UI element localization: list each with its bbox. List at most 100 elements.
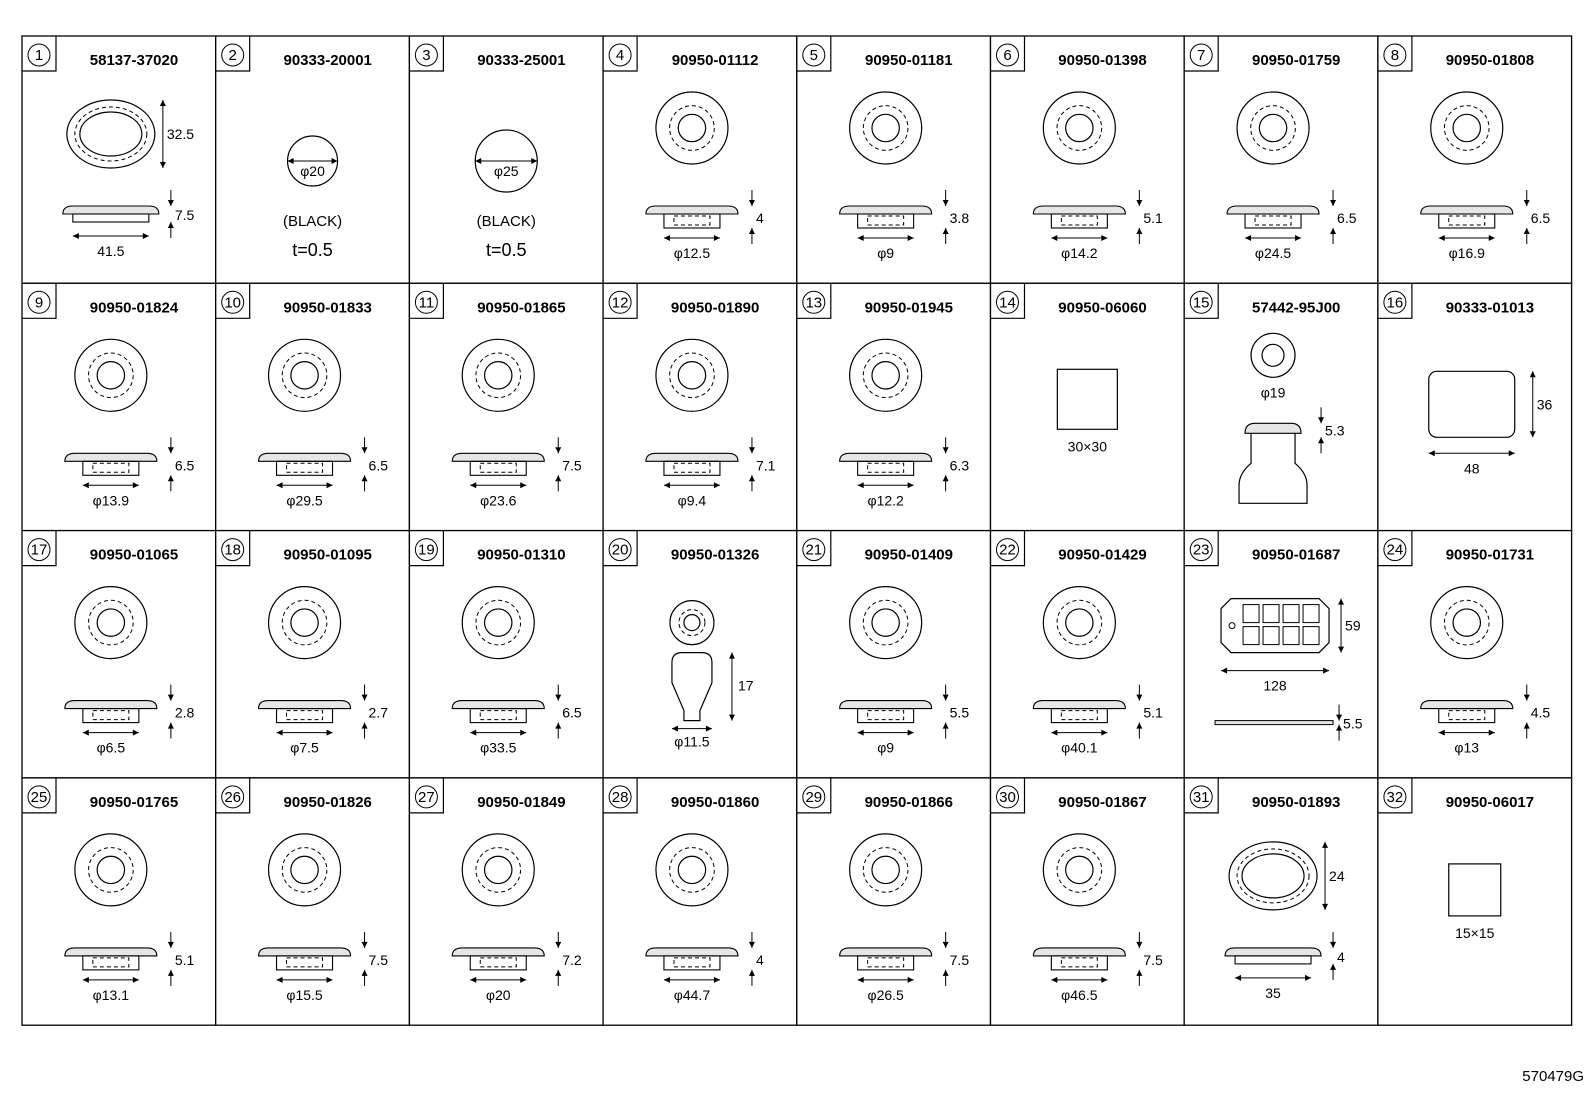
diameter-label: φ14.2: [1061, 245, 1098, 261]
diameter-label: φ11.5: [674, 734, 710, 750]
cell-border: [215, 282, 411, 532]
part-number: 90950-01893: [1252, 794, 1340, 811]
callout-circle: [27, 43, 51, 67]
arrow-head: [555, 969, 562, 976]
callout-number: 14: [999, 294, 1016, 311]
grommet-core: [673, 462, 711, 473]
part-number: 90950-01095: [283, 547, 371, 564]
grommet-inner-dashed: [1250, 105, 1296, 151]
height-label: 36: [1537, 396, 1553, 412]
arrow-head: [1051, 976, 1058, 983]
number-box: [1184, 530, 1219, 567]
callout-circle: [1383, 538, 1407, 562]
grommet-core: [92, 957, 130, 968]
callout-circle: [1383, 43, 1407, 67]
cell-border: [602, 35, 798, 284]
height-label: 7.5: [369, 952, 389, 968]
pin-top-outline: [669, 599, 715, 646]
grommet-hole: [1065, 608, 1094, 637]
cell-border: [1183, 777, 1379, 1026]
arrow-head: [1523, 722, 1530, 729]
grommet-flange: [645, 947, 739, 957]
grommet-hole: [290, 855, 319, 885]
arrow-head: [942, 969, 949, 976]
grommet-body: [857, 460, 915, 476]
grommet-inner-dashed: [669, 847, 715, 893]
grommet-inner-dashed: [1056, 847, 1103, 893]
arrow-head: [167, 447, 174, 454]
grommet-inner-dashed: [669, 105, 715, 151]
grommet-outline: [655, 338, 729, 412]
grommet-core: [479, 957, 517, 968]
arrow-head: [748, 969, 755, 976]
arrow-head: [1305, 974, 1312, 981]
arrow-head: [1136, 941, 1143, 948]
diameter-label: φ23.6: [480, 492, 517, 508]
pin-top-hole: [683, 613, 701, 632]
part-number: 90950-06017: [1446, 794, 1534, 811]
grommet-flange: [257, 700, 352, 710]
part-number: 90950-01065: [90, 547, 178, 564]
number-box: [409, 283, 444, 319]
number-box: [990, 777, 1026, 814]
grommet-body: [663, 955, 721, 971]
arrow-head: [1245, 235, 1252, 241]
grommet-core: [479, 710, 517, 721]
grommet-body: [663, 213, 721, 229]
grommet-hole: [1452, 608, 1482, 637]
grommet-flange: [64, 947, 158, 957]
grommet-flange: [451, 452, 545, 462]
arrow-head: [276, 729, 283, 736]
arrow-head: [331, 158, 338, 164]
arrow-head: [361, 475, 368, 482]
arrow-head: [1051, 235, 1058, 241]
number-box: [603, 36, 638, 72]
grommet-outline: [461, 585, 535, 660]
callout-number: 30: [999, 789, 1016, 806]
grommet-outline: [655, 833, 729, 907]
part-number: 90950-01865: [477, 299, 565, 316]
panel-cell: [1242, 604, 1260, 624]
grommet-body: [82, 955, 140, 971]
grommet-hole: [96, 608, 126, 637]
diameter-label: φ12.5: [674, 245, 711, 261]
callout-number: 19: [418, 542, 435, 559]
cell-border: [1377, 777, 1573, 1026]
oval-inner-dashed: [1236, 848, 1310, 904]
arrow-head: [1438, 729, 1445, 736]
height-label: 5.1: [1143, 210, 1163, 226]
cell-border: [21, 35, 217, 284]
grommet-body: [469, 955, 527, 971]
number-box: [796, 777, 832, 814]
callout-number: 7: [1197, 47, 1205, 64]
arrow-head: [942, 694, 949, 701]
arrow-head: [671, 725, 678, 732]
arrow-head: [361, 941, 368, 948]
callout-number: 18: [224, 542, 241, 559]
part-number: 90950-01826: [283, 794, 371, 811]
number-box: [1184, 777, 1219, 814]
number-box: [1184, 36, 1219, 72]
part-number: 90950-01860: [671, 794, 759, 811]
number-box: [1377, 777, 1413, 814]
cell-border: [1377, 35, 1573, 284]
height-label: 6.5: [175, 457, 195, 473]
grommet-hole: [871, 608, 900, 637]
width-label: 128: [1263, 678, 1287, 694]
grommet-core: [867, 710, 905, 721]
number-box: [796, 283, 832, 319]
grommet-body: [1244, 213, 1302, 229]
grommet-flange: [1032, 700, 1126, 710]
callout-circle: [414, 290, 438, 314]
callout-circle: [221, 538, 245, 562]
arrow-head: [907, 235, 914, 241]
